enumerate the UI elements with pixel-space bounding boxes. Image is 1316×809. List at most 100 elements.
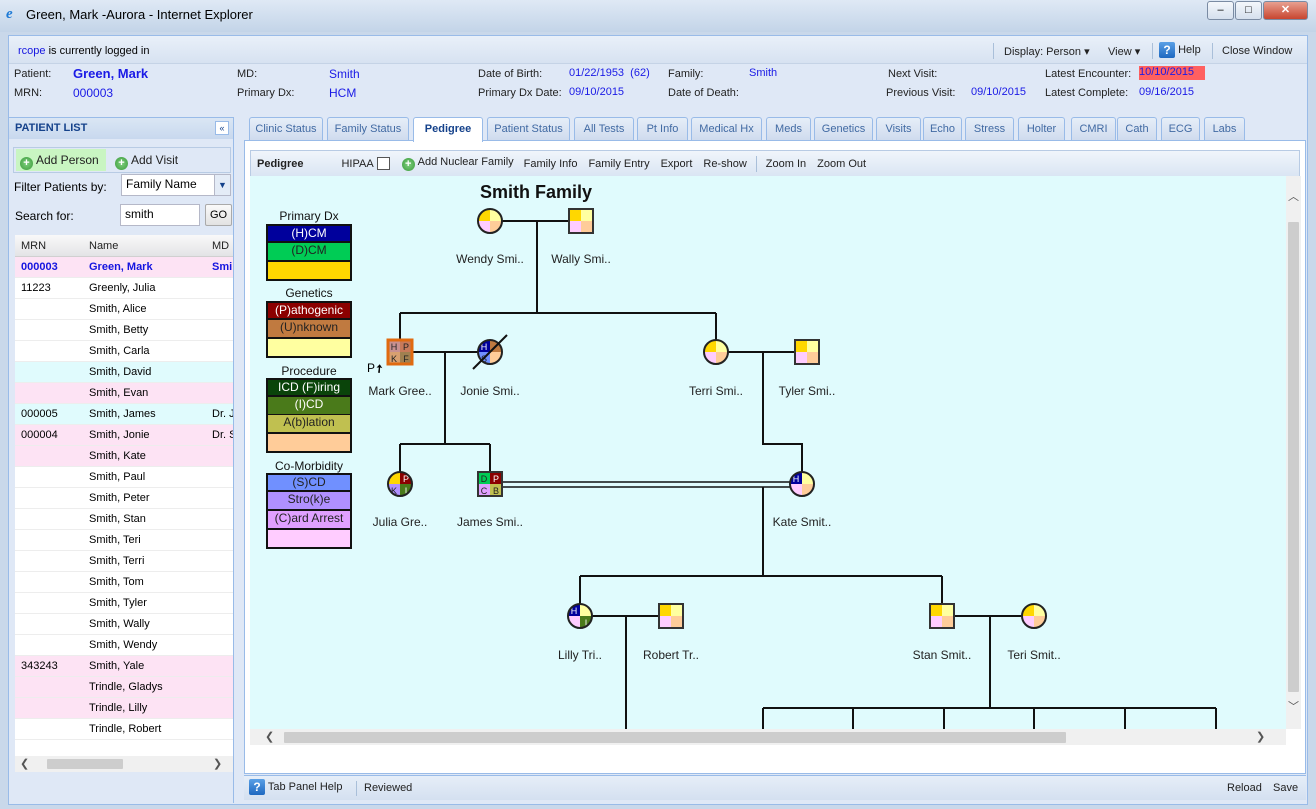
scroll-right-icon[interactable]: ❯ [213,758,223,770]
horizontal-scrollbar[interactable]: ❮ ❯ [15,756,233,772]
tab-meds[interactable]: Meds [766,117,811,140]
reviewed-button[interactable]: Reviewed [364,782,413,794]
maximize-button[interactable]: □ [1235,1,1262,20]
add-nuclear-family-button[interactable]: +Add Nuclear Family [401,156,514,171]
tab-cmri[interactable]: CMRI [1071,117,1116,140]
vertical-scrollbar[interactable]: ︿ ﹀ [1286,176,1301,729]
column-mrn[interactable]: MRN [21,240,47,252]
tab-medical-hx[interactable]: Medical Hx [691,117,762,140]
tab-echo[interactable]: Echo [923,117,962,140]
table-row[interactable]: Smith, Paul [15,467,233,488]
table-row[interactable]: Smith, Betty [15,320,233,341]
scroll-thumb[interactable] [47,759,123,769]
reshow-button[interactable]: Re-show [703,157,747,170]
table-row[interactable]: Smith, Carla [15,341,233,362]
tab-stress[interactable]: Stress [965,117,1014,140]
pedigree-node-label[interactable]: Teri Smit.. [1007,648,1061,662]
export-button[interactable]: Export [660,157,693,170]
tab-all-tests[interactable]: All Tests [574,117,634,140]
scroll-down-icon[interactable]: ﹀ [1288,701,1299,713]
pedigree-node-label[interactable]: Mark Gree.. [368,384,432,398]
tab-genetics[interactable]: Genetics [814,117,873,140]
table-row[interactable]: Smith, Kate [15,446,233,467]
pedigree-node-label[interactable]: Terri Smi.. [689,384,743,398]
scroll-thumb[interactable] [1288,222,1299,692]
table-row[interactable]: Smith, Wally [15,614,233,635]
scroll-thumb[interactable] [284,732,1066,743]
tab-ecg[interactable]: ECG [1161,117,1200,140]
family-info-button[interactable]: Family Info [523,157,578,170]
tab-family-status[interactable]: Family Status [327,117,409,140]
table-row[interactable]: Smith, Tyler [15,593,233,614]
tab-clinic-status[interactable]: Clinic Status [249,117,323,140]
table-row[interactable]: Smith, Peter [15,488,233,509]
table-row[interactable]: Trindle, Lilly [15,698,233,719]
pedigree-node-lilly[interactable]: HI [563,599,597,633]
help-button[interactable]: ? Help [1159,42,1201,58]
table-row[interactable]: Smith, Alice [15,299,233,320]
family-value[interactable]: Smith [749,67,778,79]
reload-button[interactable]: Reload [1227,782,1262,794]
display-menu[interactable]: Display: Person ▾ [1004,46,1090,58]
tab-panel-help-button[interactable]: ? Tab Panel Help [249,779,342,795]
pedigree-node-label[interactable]: James Smi.. [456,515,524,529]
pedigree-node-label[interactable]: Wendy Smi.. [456,252,524,266]
pedigree-node-kate[interactable]: H [785,467,819,501]
zoom-in-button[interactable]: Zoom In [765,157,807,170]
scroll-right-icon[interactable]: ❯ [1256,731,1266,743]
logged-in-user[interactable]: rcope [18,45,46,57]
collapse-panel-button[interactable]: « [215,121,229,135]
pedigree-node-terri[interactable] [699,335,733,369]
table-row[interactable]: Smith, Wendy [15,635,233,656]
scroll-left-icon[interactable]: ❮ [20,758,30,770]
save-button[interactable]: Save [1273,782,1299,794]
add-visit-button[interactable]: +Add Visit [111,149,185,171]
go-button[interactable]: GO [205,204,232,226]
pedigree-node-label[interactable]: Tyler Smi.. [778,384,836,398]
table-row[interactable]: Smith, Evan [15,383,233,404]
pedigree-node-label[interactable]: Lilly Tri.. [557,648,603,662]
zoom-out-button[interactable]: Zoom Out [817,157,867,170]
pedigree-node-label[interactable]: Robert Tr.. [642,648,700,662]
pedigree-node-label[interactable]: Kate Smit.. [772,515,832,529]
column-name[interactable]: Name [89,240,119,252]
filter-select[interactable]: Family Name▼ [121,174,231,196]
scroll-left-icon[interactable]: ❮ [265,731,275,743]
column-md[interactable]: MD [212,240,230,252]
tab-pedigree[interactable]: Pedigree [413,117,483,142]
table-row[interactable]: Smith, David [15,362,233,383]
table-row[interactable]: Smith, Stan [15,509,233,530]
pedigree-node-tyler[interactable] [790,335,824,369]
pedigree-node-teri[interactable] [1017,599,1051,633]
pedigree-node-wendy[interactable] [473,204,507,238]
chevron-down-icon[interactable]: ▼ [214,175,230,195]
pedigree-node-label[interactable]: Stan Smit.. [912,648,972,662]
pedigree-node-label[interactable]: Jonie Smi.. [460,384,520,398]
search-input[interactable]: smith [120,204,200,226]
horizontal-scrollbar[interactable]: ❮ ❯ [250,729,1286,745]
family-entry-button[interactable]: Family Entry [588,157,650,170]
table-row[interactable]: Smith, Tom [15,572,233,593]
pedigree-node-label[interactable]: Julia Gre.. [372,515,428,529]
table-row[interactable]: Smith, Terri [15,551,233,572]
pedigree-node-jonie[interactable]: HS [472,334,508,370]
pedigree-node-robert[interactable] [654,599,688,633]
tab-holter[interactable]: Holter [1018,117,1065,140]
minimize-button[interactable]: – [1207,1,1234,20]
pedigree-node-label[interactable]: Wally Smi.. [551,252,611,266]
table-row[interactable]: Smith, Teri [15,530,233,551]
hipaa-checkbox[interactable] [376,157,390,170]
tab-pt-info[interactable]: Pt Info [637,117,688,140]
close-window-link[interactable]: Close Window [1222,45,1293,57]
view-menu[interactable]: View ▾ [1108,46,1141,58]
tab-patient-status[interactable]: Patient Status [487,117,570,140]
